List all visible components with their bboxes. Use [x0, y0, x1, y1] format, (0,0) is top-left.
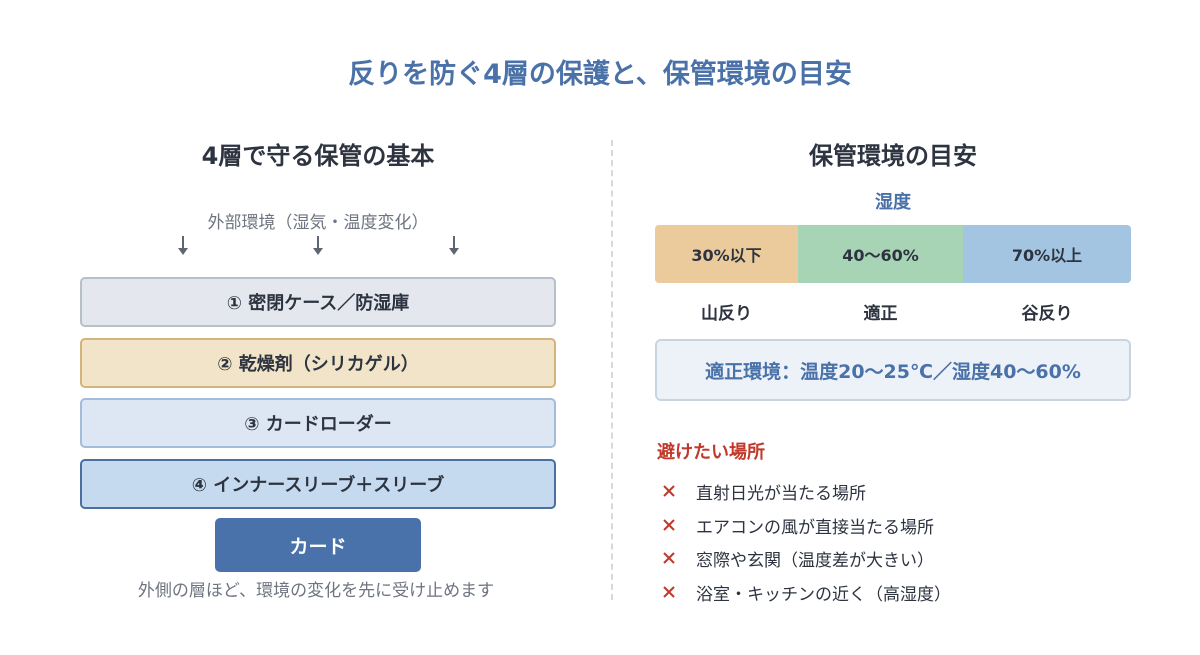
humidity-segment-low: 30%以下: [655, 225, 798, 283]
humidity-segment-high: 70%以上: [963, 225, 1131, 283]
card-core: カード: [215, 518, 421, 572]
avoid-item-text: 直射日光が当たる場所: [696, 483, 866, 504]
diagram-title: 反りを防ぐ4層の保護と、保管環境の目安: [348, 59, 852, 90]
cross-icon: [663, 586, 675, 598]
layer-desiccant: ② 乾燥剤（シリカゲル）: [80, 338, 556, 388]
humidity-label: 湿度: [875, 192, 911, 213]
layer-card-loader: ③ カードローダー: [80, 398, 556, 448]
avoid-item-text: エアコンの風が直接当たる場所: [696, 517, 934, 538]
cross-icon: [663, 485, 675, 497]
avoid-list-item: 窓際や玄関（温度差が大きい）: [662, 546, 934, 571]
humidity-segment-proper: 40〜60%: [798, 225, 963, 283]
avoid-item-text: 浴室・キッチンの近く（高湿度）: [696, 584, 951, 605]
cross-icon: [663, 552, 675, 564]
avoid-list-item: 浴室・キッチンの近く（高湿度）: [662, 580, 951, 605]
effect-label-high: 谷反り: [1021, 304, 1073, 324]
external-environment-label: 外部環境（湿気・温度変化）: [207, 213, 429, 233]
layer-sleeves: ④ インナースリーブ＋スリーブ: [80, 459, 556, 509]
center-divider: [611, 140, 613, 600]
avoid-list-item: エアコンの風が直接当たる場所: [662, 513, 934, 538]
avoid-places-title: 避けたい場所: [657, 442, 765, 463]
down-arrow-icon: [449, 236, 459, 255]
down-arrow-icon: [313, 236, 323, 255]
avoid-list-item: 直射日光が当たる場所: [662, 479, 866, 504]
down-arrow-icon: [178, 236, 188, 255]
layers-heading: 4層で守る保管の基本: [201, 142, 435, 170]
effect-label-proper: 適正: [863, 304, 898, 324]
layers-caption: 外側の層ほど、環境の変化を先に受け止めます: [137, 581, 495, 601]
avoid-item-text: 窓際や玄関（温度差が大きい）: [696, 550, 934, 571]
cross-icon: [663, 519, 675, 531]
proper-environment-box: 適正環境：温度20〜25℃／湿度40〜60%: [655, 339, 1131, 401]
layer-sealed-case: ① 密閉ケース／防湿庫: [80, 277, 556, 327]
environment-heading: 保管環境の目安: [809, 142, 977, 170]
effect-label-low: 山反り: [701, 304, 752, 324]
